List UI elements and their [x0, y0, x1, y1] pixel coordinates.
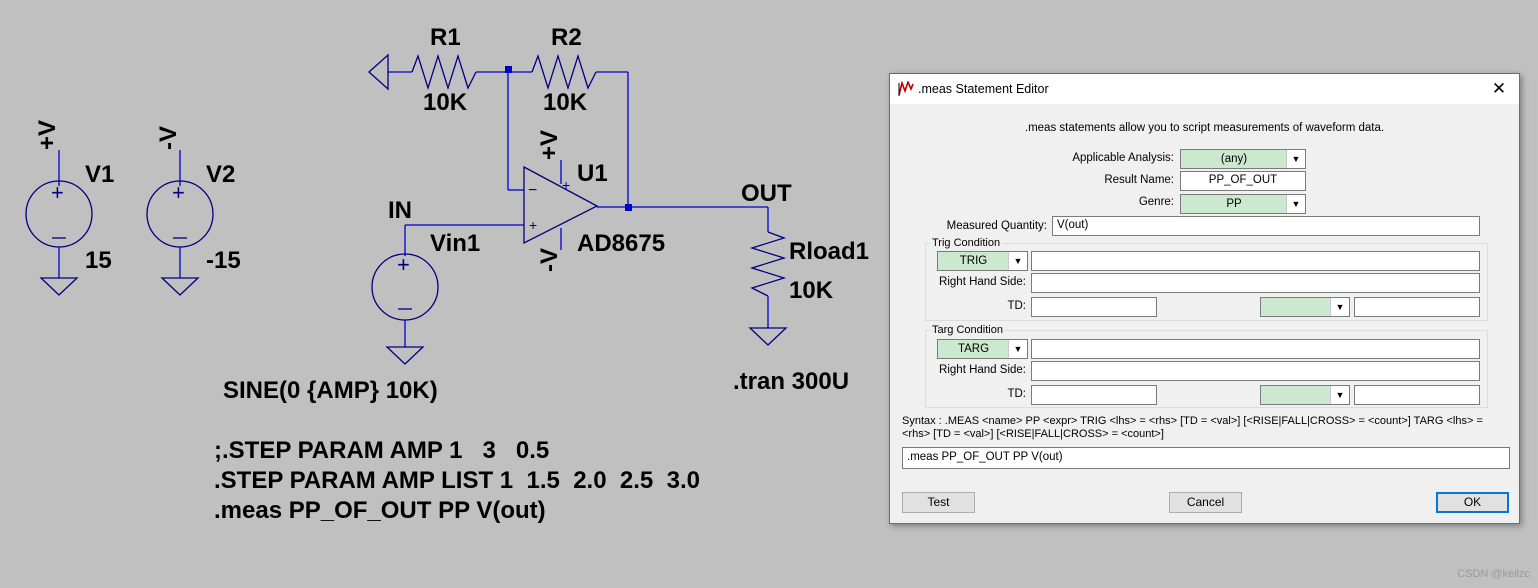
tran-directive[interactable]: .tran 300U: [733, 368, 849, 395]
targ-condition-title: Targ Condition: [930, 324, 1005, 336]
trig-condition-group: [925, 243, 1488, 321]
ok-button[interactable]: OK: [1436, 492, 1509, 513]
chevron-down-icon: ▼: [1330, 386, 1349, 404]
opamp-plus-sign: +: [529, 217, 537, 233]
net-label-in: IN: [388, 197, 412, 224]
trig-td-input[interactable]: [1031, 297, 1157, 317]
step-directive-list[interactable]: .STEP PARAM AMP LIST 1 1.5 2.0 2.5 3.0: [214, 467, 700, 494]
dialog-intro-text: .meas statements allow you to script mea…: [1024, 122, 1385, 134]
meas-statement-input[interactable]: .meas PP_OF_OUT PP V(out): [902, 447, 1510, 469]
trig-select[interactable]: TRIG ▼: [937, 251, 1028, 271]
v1-source[interactable]: +: [25, 150, 93, 296]
dialog-titlebar[interactable]: .meas Statement Editor ✕: [890, 74, 1519, 104]
watermark: CSDN @keilzc: [1457, 568, 1530, 580]
meas-directive[interactable]: .meas PP_OF_OUT PP V(out): [214, 497, 546, 524]
trig-lhs-input[interactable]: [1031, 251, 1480, 271]
result-name-label: Result Name:: [1104, 174, 1174, 186]
targ-event-count-input[interactable]: [1354, 385, 1480, 405]
reference-arrow: [368, 53, 389, 91]
rload-value: 10K: [789, 277, 834, 304]
junction-dot: [625, 204, 632, 211]
chevron-down-icon: ▼: [1286, 150, 1305, 168]
targ-select[interactable]: TARG ▼: [937, 339, 1028, 359]
meas-statement-editor-dialog: .meas Statement Editor ✕ .meas statement…: [889, 73, 1520, 524]
chevron-down-icon: ▼: [1286, 195, 1305, 213]
result-name-input[interactable]: PP_OF_OUT: [1180, 171, 1306, 191]
chevron-down-icon: ▼: [1330, 298, 1349, 316]
cancel-button[interactable]: Cancel: [1169, 492, 1242, 513]
trig-td-label: TD:: [1007, 300, 1026, 312]
net-label-out: OUT: [741, 180, 792, 207]
targ-lhs-input[interactable]: [1031, 339, 1480, 359]
svg-text:+: +: [397, 252, 410, 277]
targ-rhs-input[interactable]: [1031, 361, 1480, 381]
vin-name: Vin1: [430, 230, 480, 257]
svg-text:+: +: [172, 180, 185, 205]
v1-name: V1: [85, 161, 114, 188]
vin-source[interactable]: +: [371, 252, 439, 321]
opamp-pos-supply-label: +V: [536, 130, 563, 160]
chevron-down-icon: ▼: [1008, 252, 1027, 270]
targ-condition-group: [925, 330, 1488, 408]
junction-dot: [505, 66, 512, 73]
opamp-minus-sign: −: [528, 182, 537, 199]
ground-symbol: [385, 346, 425, 365]
trig-event-count-input[interactable]: [1354, 297, 1480, 317]
r2-name: R2: [551, 24, 582, 51]
applicable-analysis-select[interactable]: (any) ▼: [1180, 149, 1306, 169]
ltspice-app-icon: [898, 81, 914, 96]
measured-quantity-label: Measured Quantity:: [946, 220, 1047, 232]
v2-net-label: -V: [155, 126, 182, 150]
close-icon[interactable]: ✕: [1491, 79, 1507, 98]
step-directive-commented[interactable]: ;.STEP PARAM AMP 1 3 0.5: [214, 437, 549, 464]
measured-quantity-input[interactable]: V(out): [1052, 216, 1480, 236]
trig-rhs-label: Right Hand Side:: [939, 276, 1026, 288]
ground-symbol: [160, 277, 200, 296]
targ-td-input[interactable]: [1031, 385, 1157, 405]
rload-resistor[interactable]: [749, 231, 787, 297]
genre-select[interactable]: PP ▼: [1180, 194, 1306, 214]
r2-value: 10K: [543, 89, 588, 116]
rload-name: Rload1: [789, 238, 869, 265]
ground-symbol: [748, 327, 788, 346]
targ-event-select[interactable]: ▼: [1260, 385, 1350, 405]
opamp-model: AD8675: [577, 230, 665, 257]
chevron-down-icon: ▼: [1008, 340, 1027, 358]
ground-symbol: [39, 277, 79, 296]
test-button[interactable]: Test: [902, 492, 975, 513]
v1-net-label: +V: [34, 120, 61, 150]
v1-value: 15: [85, 247, 112, 274]
vin-value: SINE(0 {AMP} 10K): [223, 377, 438, 404]
targ-td-label: TD:: [1007, 388, 1026, 400]
trig-rhs-input[interactable]: [1031, 273, 1480, 293]
genre-label: Genre:: [1138, 196, 1174, 208]
applicable-analysis-label: Applicable Analysis:: [1072, 152, 1174, 164]
svg-text:+: +: [51, 180, 64, 205]
opamp-u1[interactable]: [523, 160, 740, 250]
syntax-help-text: Syntax : .MEAS <name> PP <expr> TRIG <lh…: [902, 415, 1483, 440]
r1-resistor[interactable]: [411, 53, 477, 91]
trig-event-select[interactable]: ▼: [1260, 297, 1350, 317]
targ-rhs-label: Right Hand Side:: [939, 364, 1026, 376]
dialog-title: .meas Statement Editor: [918, 82, 1049, 96]
r1-value: 10K: [423, 89, 468, 116]
trig-condition-title: Trig Condition: [930, 237, 1003, 249]
v2-value: -15: [206, 247, 241, 274]
r2-resistor[interactable]: [531, 53, 597, 91]
opamp-pos-pin-sign: +: [562, 177, 570, 193]
opamp-name: U1: [577, 160, 608, 187]
v2-name: V2: [206, 161, 235, 188]
opamp-neg-supply-label: -V: [536, 248, 563, 272]
r1-name: R1: [430, 24, 461, 51]
v2-source[interactable]: +: [146, 150, 214, 296]
